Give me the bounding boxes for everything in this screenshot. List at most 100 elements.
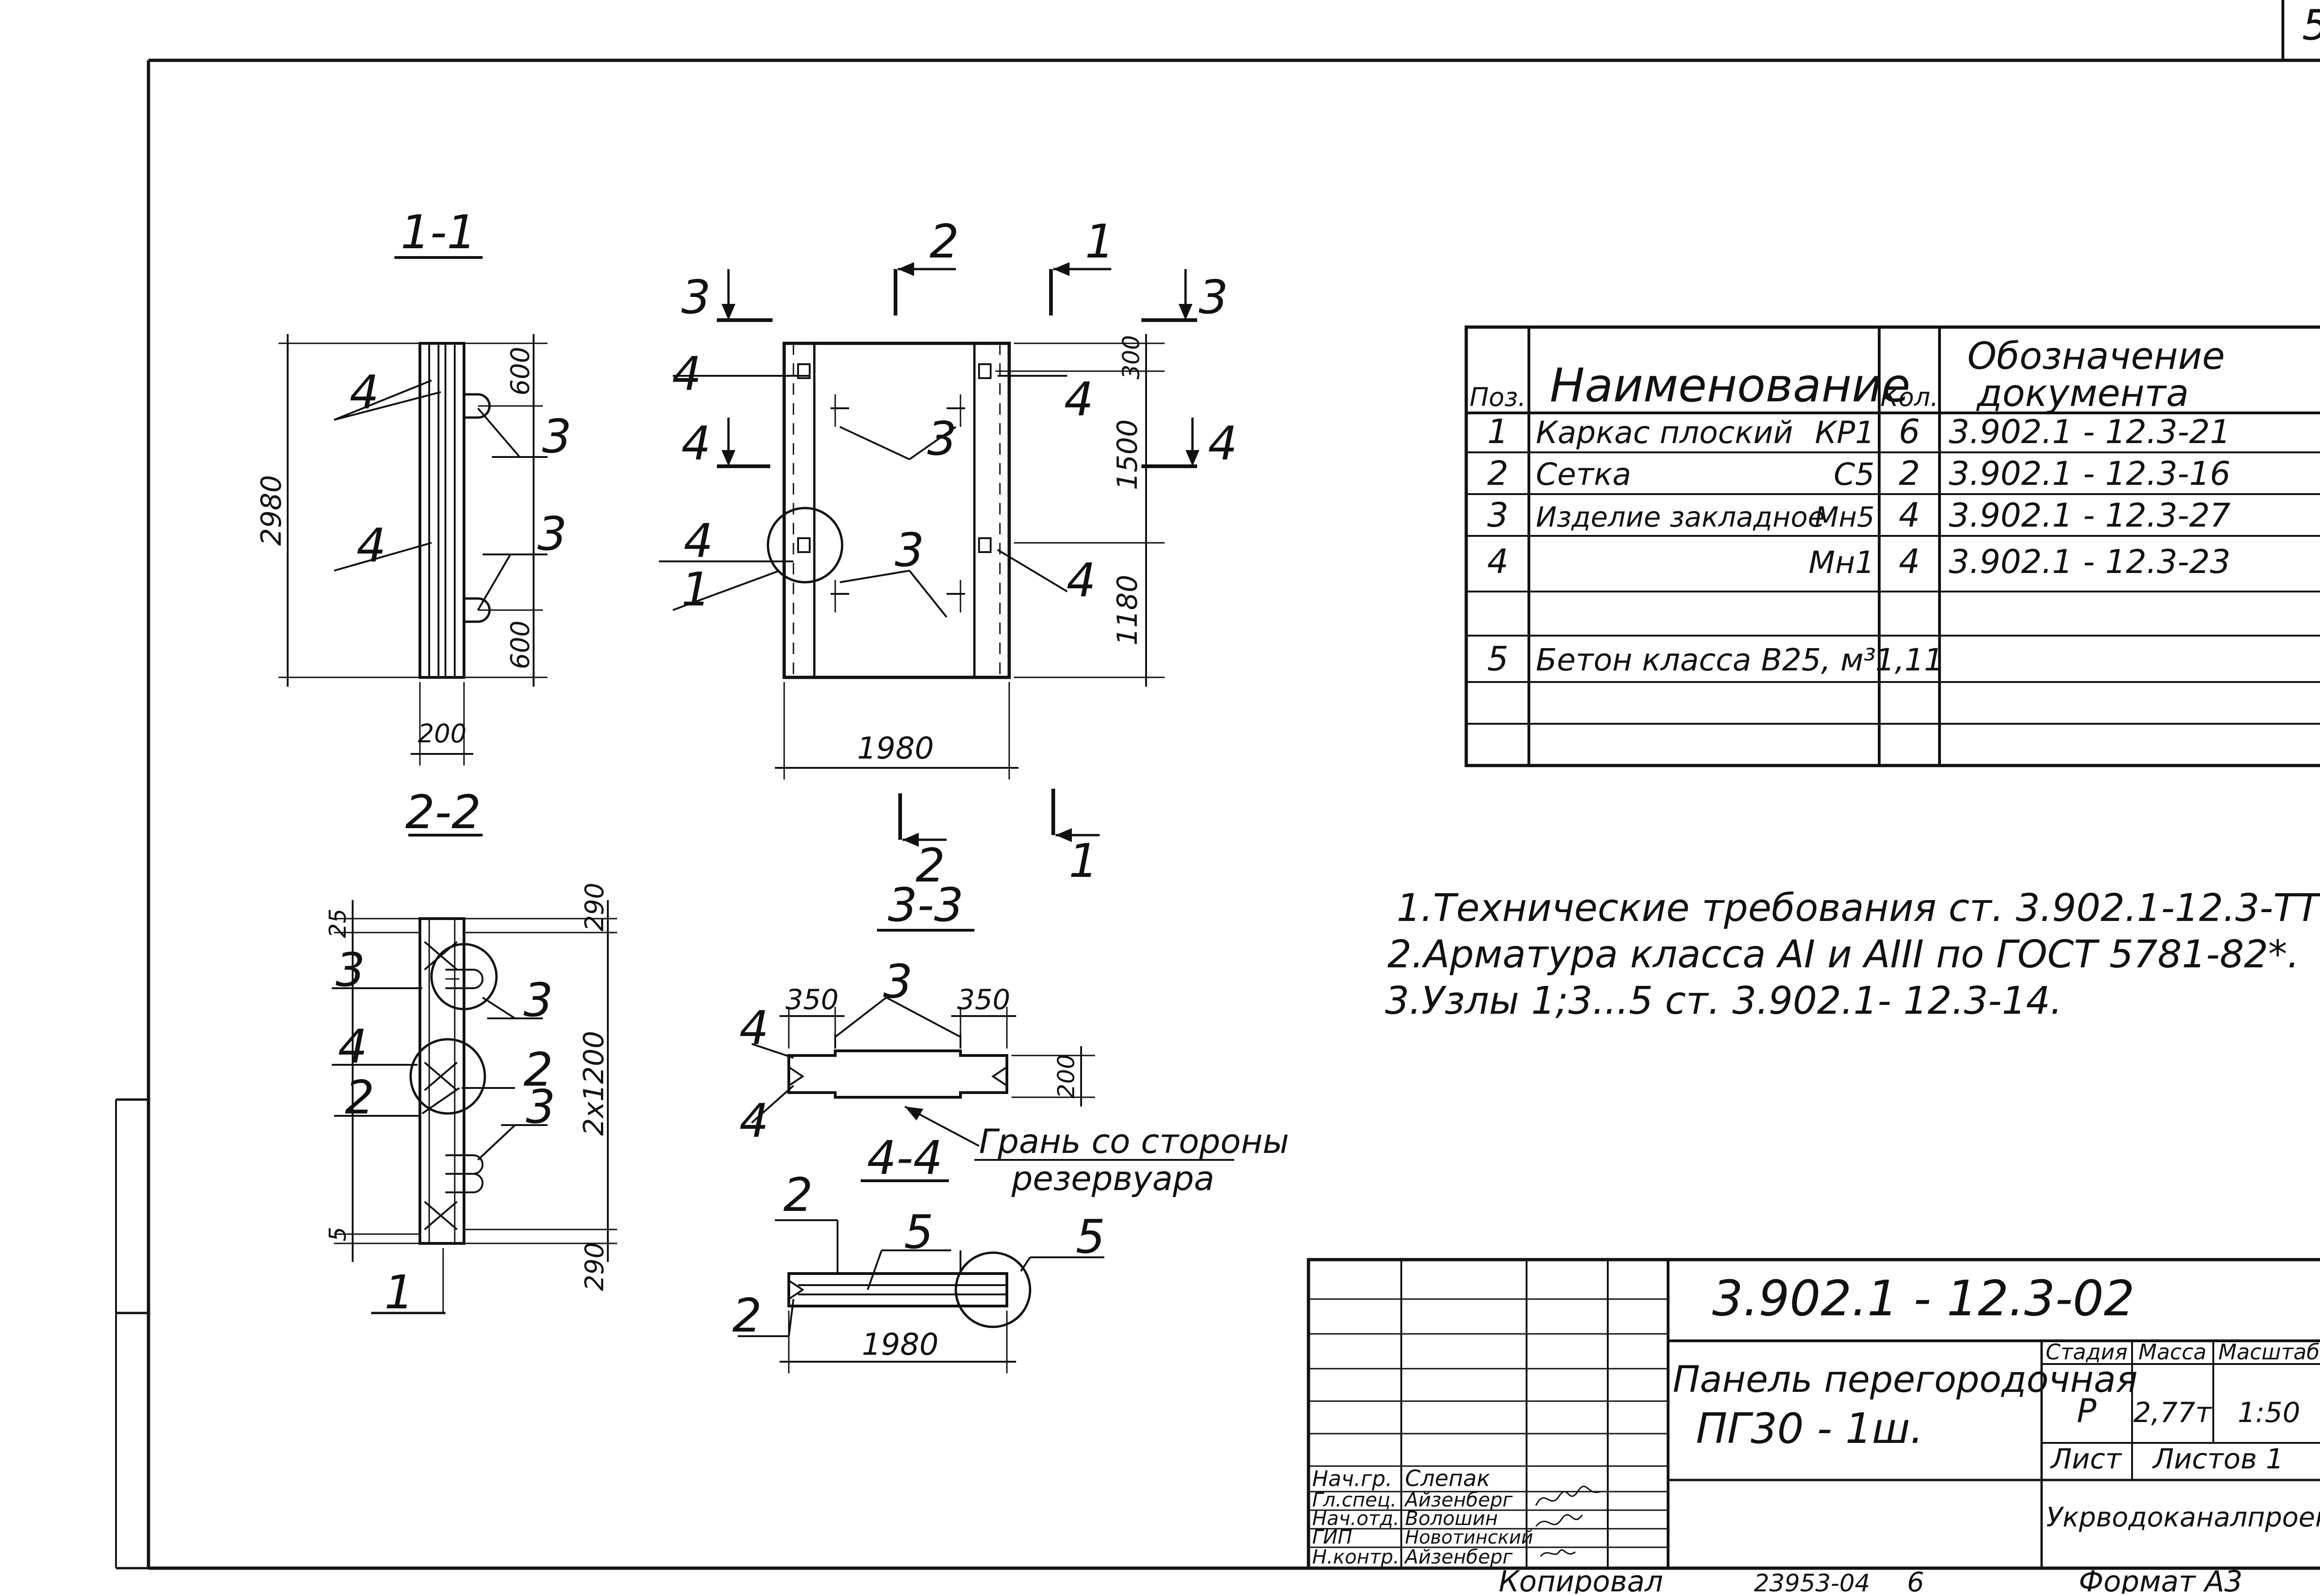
s44-callout: 5	[1076, 1210, 1105, 1264]
spec-cell-mark: Мн1	[1809, 545, 1875, 580]
spec-cell-name: Бетон класса В25, м³	[1536, 642, 1876, 678]
role-label: Гл.спец.	[1312, 1488, 1397, 1511]
spec-header-name: Наименование	[1550, 358, 1910, 412]
section-1-1: 1-1	[278, 205, 548, 766]
s33-dim-left: 350	[786, 984, 839, 1016]
footer-sheet: 6	[1907, 1566, 1924, 1594]
spec-cell-mark: КР1	[1815, 415, 1875, 450]
spec-cell-doc: 3.902.1 - 12.3-21	[1949, 413, 2230, 451]
spec-cell-pos: 5	[1487, 639, 1508, 678]
s11-dim-top: 600	[505, 347, 535, 396]
s22-callout: 3	[526, 1080, 555, 1134]
cut-mark-label: 1	[1085, 214, 1115, 269]
s22-dim-top: 290	[580, 883, 609, 932]
front-callout: 4	[1064, 372, 1094, 426]
title-block: 3.902.1 - 12.3-02 Панель перегородочная …	[1312, 1270, 2320, 1568]
cut-mark-label: 4	[1208, 416, 1237, 470]
s22-dim-5: 5	[324, 1227, 351, 1242]
s11-callout: 3	[542, 409, 572, 463]
cut-mark-label: 1	[1069, 834, 1098, 888]
role-name: Волошин	[1405, 1507, 1498, 1530]
s22-dim-bottom: 290	[580, 1242, 609, 1291]
s11-callout: 4	[349, 365, 379, 419]
s44-callout: 2	[732, 1288, 762, 1343]
scale-value: 1:50	[2238, 1396, 2301, 1429]
section-2-2	[332, 834, 617, 1314]
cut-mark-label: 2	[915, 838, 945, 893]
title-line2: ПГ30 - 1ш.	[1696, 1404, 1923, 1453]
notes: 1.Технические требования ст. 3.902.1-12.…	[1385, 886, 2320, 1023]
cut-mark-label: 3	[1199, 270, 1228, 324]
spec-header-pos: Поз.	[1469, 382, 1526, 412]
cut-mark-label: 3	[681, 270, 711, 324]
designation: 3.902.1 - 12.3-02	[1712, 1270, 2135, 1327]
s33-dim-h: 200	[1053, 1054, 1080, 1098]
front-callout: 4	[683, 514, 713, 568]
cut-markers	[717, 262, 1199, 847]
s11-callout: 3	[537, 507, 567, 561]
role-name: Айзенберг	[1404, 1488, 1513, 1511]
s33-note-line1: Грань со стороны	[979, 1122, 1289, 1161]
s22-callout: 3	[523, 973, 553, 1027]
sheet-label: Лист	[2050, 1443, 2122, 1475]
section-4-4	[738, 1179, 1104, 1373]
spec-cell-name: Сетка	[1536, 457, 1631, 492]
spec-cell-pos: 1	[1487, 412, 1508, 451]
s22-callout: 4	[338, 1019, 367, 1074]
s33-dim-right: 350	[957, 984, 1011, 1016]
spec-header-doc-line1: Обозначение	[1967, 335, 2225, 378]
note-line: 3.Узлы 1;3...5 ст. 3.902.1- 12.3-14.	[1385, 979, 2062, 1023]
s22-callout: 2	[523, 1043, 553, 1097]
front-dim-width: 1980	[857, 731, 934, 766]
s33-callout: 3	[883, 954, 913, 1009]
table-row: 2 Сетка С5 2 3.902.1 - 12.3-16	[1487, 454, 2230, 493]
mass-value: 2,77т	[2133, 1396, 2213, 1429]
format-label: Формат А3	[2079, 1564, 2243, 1594]
front-callout: 4	[1066, 553, 1096, 607]
s44-callout: 2	[783, 1168, 813, 1222]
section-3-3	[751, 929, 1095, 1147]
s11-dim-bottom: 600	[505, 621, 535, 669]
role-label: Нач.отд.	[1312, 1507, 1399, 1530]
sheets-label: Листов 1	[2152, 1443, 2283, 1475]
s33-callout: 4	[739, 1001, 769, 1055]
spec-table: Поз. Наименование Кол. Обозначение докум…	[1469, 335, 2230, 678]
s33-callout: 4	[739, 1094, 769, 1148]
hdr-stage: Стадия	[2046, 1339, 2127, 1364]
spec-cell-qty: 1,11	[1875, 642, 1944, 678]
s44-callout: 5	[904, 1205, 934, 1259]
role-label: Н.контр.	[1312, 1545, 1399, 1568]
organization: Укрводоканалпроект	[2046, 1501, 2320, 1533]
front-callout: 3	[927, 412, 957, 466]
table-row: 5 Бетон класса В25, м³ 1,11	[1487, 639, 1943, 678]
hdr-mass: Масса	[2139, 1339, 2207, 1364]
sheet-number: 5	[2302, 1, 2320, 50]
cut-mark-label: 4	[681, 416, 711, 470]
section-label-4-4: 4-4	[867, 1131, 942, 1185]
spec-header-qty: Кол.	[1880, 382, 1938, 412]
front-callout: 3	[895, 523, 924, 577]
spec-cell-mark: С5	[1834, 457, 1875, 492]
s22-dim-25: 25	[324, 908, 351, 938]
spec-header-doc-line2: документа	[1976, 372, 2189, 415]
spec-cell-doc: 3.902.1 - 12.3-23	[1949, 543, 2230, 581]
spec-cell-pos: 3	[1487, 496, 1508, 534]
spec-cell-pos: 2	[1487, 454, 1508, 493]
table-row: 4 Мн1 4 3.902.1 - 12.3-23	[1487, 542, 2230, 581]
spec-cell-doc: 3.902.1 - 12.3-27	[1949, 496, 2230, 534]
s33-note-line2: резервуара	[1011, 1159, 1214, 1198]
front-callout: 1	[681, 562, 711, 617]
spec-cell-mark: Мн5	[1815, 501, 1875, 534]
section-label-2-2: 2-2	[405, 785, 481, 839]
spec-cell-qty: 2	[1899, 454, 1920, 493]
role-name: Слепак	[1405, 1466, 1490, 1492]
hdr-scale: Масштаб	[2218, 1339, 2320, 1364]
role-name: Айзенберг	[1404, 1545, 1513, 1568]
cut-mark-label: 2	[929, 214, 959, 269]
spec-cell-qty: 4	[1899, 496, 1920, 534]
spec-cell-pos: 4	[1487, 542, 1508, 581]
table-row: 1 Каркас плоский КР1 6 3.902.1 - 12.3-21	[1487, 412, 2230, 451]
copied-by: Копировал	[1499, 1564, 1663, 1594]
section-label-3-3: 3-3	[888, 878, 963, 932]
